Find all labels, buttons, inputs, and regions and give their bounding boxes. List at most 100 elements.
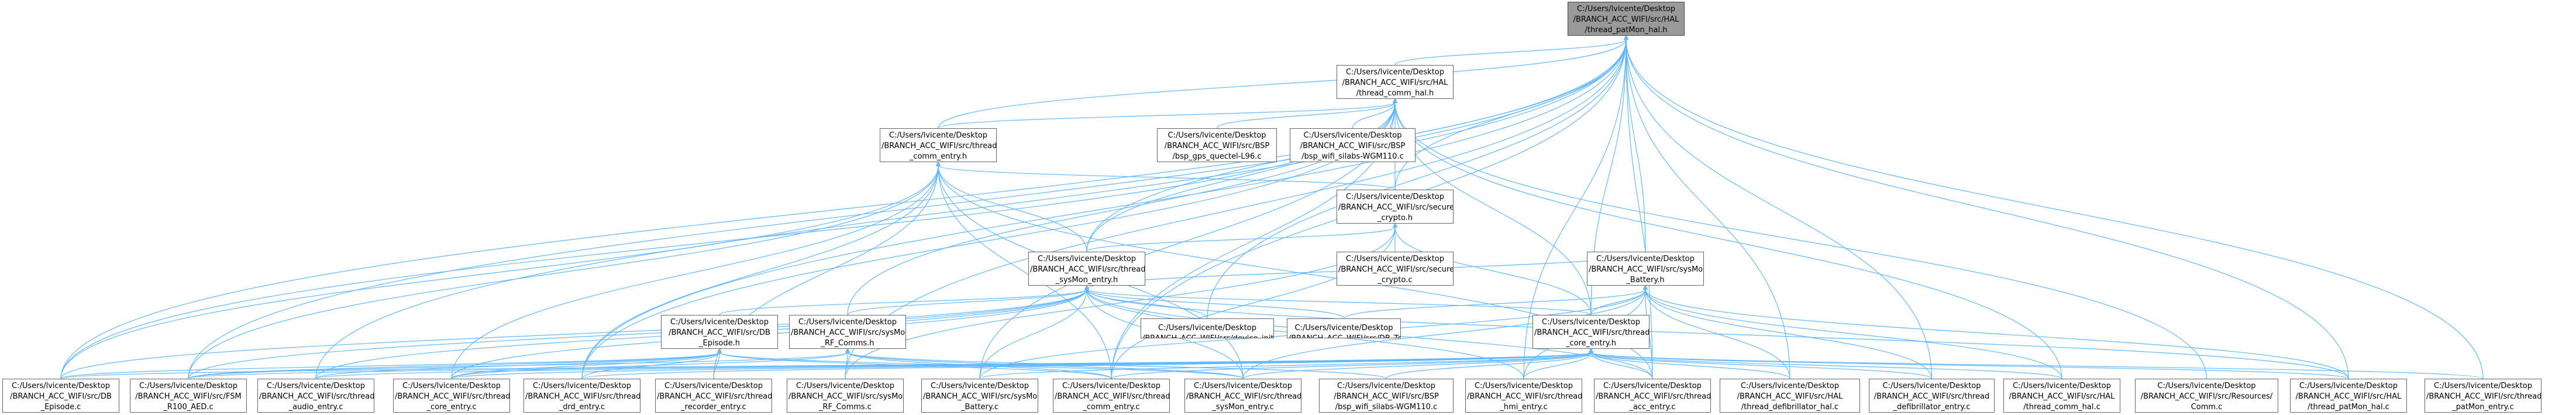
node-secure-crypto-c[interactable]: C:/Users/lvicente/Desktop/BRANCH_ACC_WIF…	[1337, 252, 1454, 286]
node-hal-patmon[interactable]: C:/Users/lvicente/Desktop/BRANCH_ACC_WIF…	[1568, 2, 1685, 36]
node-hmi-entry[interactable]: C:/Users/lvicente/Desktop/BRANCH_ACC_WIF…	[1465, 379, 1582, 413]
node-label-line: /thread_defibrillator_hal.c	[1741, 403, 1839, 411]
edge-secure-crypto-h-to-sysmon-entry-h	[1086, 222, 1398, 252]
edge-core-entry-h-to-sysmon-entry-c	[1242, 348, 1594, 379]
node-audio-entry[interactable]: C:/Users/lvicente/Desktop/BRANCH_ACC_WIF…	[257, 379, 374, 413]
edge-comm-entry-h-to-sysmon-entry-h	[935, 161, 1087, 252]
edge-hal-patmon-to-audio-entry	[315, 35, 1629, 379]
node-label-line: /BRANCH_ACC_WIFI/src/thread	[657, 392, 772, 401]
edge-db-episode-h-to-core-entry-c	[451, 348, 722, 379]
node-bsp-gps[interactable]: C:/Users/lvicente/Desktop/BRANCH_ACC_WIF…	[1157, 128, 1277, 162]
node-drd-entry[interactable]: C:/Users/lvicente/Desktop/BRANCH_ACC_WIF…	[524, 379, 640, 413]
node-label-line: /BRANCH_ACC_WIFI/src/thread	[1534, 328, 1649, 337]
node-bsp-wifi[interactable]: C:/Users/lvicente/Desktop/BRANCH_ACC_WIF…	[1290, 128, 1416, 162]
node-label-line: _drd_entry.c	[559, 403, 605, 411]
node-label-line: C:/Users/lvicente/Desktop	[139, 382, 237, 390]
node-label-line: _Episode.h	[699, 339, 740, 348]
node-label-line: C:/Users/lvicente/Desktop	[1882, 382, 1981, 390]
edge-hal-patmon-to-db-episode-c	[60, 35, 1629, 379]
edge-comm-entry-h-to-comm-entry-c	[935, 161, 1112, 379]
node-core-entry-c[interactable]: C:/Users/lvicente/Desktop/BRANCH_ACC_WIF…	[393, 379, 510, 413]
node-label-line: _crypto.c	[1377, 276, 1413, 284]
edge-hal-patmon-to-defib-hal	[1623, 35, 1790, 379]
node-label-line: C:/Users/lvicente/Desktop	[1576, 5, 1675, 13]
node-label-line: C:/Users/lvicente/Desktop	[2157, 382, 2256, 390]
node-comm-hal-h[interactable]: C:/Users/lvicente/Desktop/BRANCH_ACC_WIF…	[1337, 65, 1454, 99]
node-sysmon-battery-h[interactable]: C:/Users/lvicente/Desktop/BRANCH_ACC_WIF…	[1587, 252, 1704, 286]
node-label-line: /thread_patMon_hal.c	[2308, 403, 2389, 411]
node-db-episode-h[interactable]: C:/Users/lvicente/Desktop/BRANCH_ACC_WIF…	[661, 315, 778, 349]
node-label-line: /BRANCH_ACC_WIFI/src/sysMon	[791, 328, 906, 337]
node-label-line: /BRANCH_ACC_WIFI/src/thread	[395, 392, 510, 401]
node-label-line: C:/Users/lvicente/Desktop	[1303, 131, 1402, 140]
node-label-line: _sysMon_entry.c	[1212, 403, 1274, 411]
edge-core-entry-h-to-patmon-entry	[1588, 348, 2484, 379]
node-label-line: _RF_Comms.h	[821, 339, 874, 348]
node-patmon-entry[interactable]: C:/Users/lvicente/Desktop/BRANCH_ACC_WIF…	[2425, 379, 2541, 413]
edge-sysmon-rf-h-to-core-entry-c	[451, 348, 850, 379]
node-label-line: _audio_entry.c	[288, 403, 343, 411]
edge-db-episode-h-to-db-episode-c	[60, 348, 722, 379]
node-sysmon-battery-c[interactable]: C:/Users/lvicente/Desktop/BRANCH_ACC_WIF…	[921, 379, 1038, 413]
node-label-line: _Battery.c	[960, 403, 999, 411]
node-core-entry-h[interactable]: C:/Users/lvicente/Desktop/BRANCH_ACC_WIF…	[1532, 315, 1649, 349]
node-label-line: /BRANCH_ACC_WIFI/src/thread	[259, 392, 374, 401]
node-label-line: /BRANCH_ACC_WIFI/src/secure	[1338, 203, 1454, 212]
node-sysmon-entry-h[interactable]: C:/Users/lvicente/Desktop/BRANCH_ACC_WIF…	[1028, 252, 1145, 286]
node-label-line: C:/Users/lvicente/Desktop	[1294, 324, 1393, 332]
node-label-line: _recorder_entry.c	[681, 403, 746, 411]
node-device-init[interactable]: C:/Users/lvicente/Desktop/BRANCH_ACC_WIF…	[1141, 318, 1274, 338]
node-label-line: _sysMon_entry.h	[1055, 276, 1118, 284]
node-label-line: /BRANCH_ACC_WIFI/src/HAL	[1737, 392, 1843, 401]
node-label-line: /BRANCH_ACC_WIFI/src/DB	[10, 392, 112, 401]
node-resources-comm[interactable]: C:/Users/lvicente/Desktop/BRANCH_ACC_WIF…	[2135, 379, 2278, 413]
edge-hal-patmon-to-hmi-entry	[1523, 35, 1629, 379]
edge-hal-patmon-to-comm-entry-h	[938, 35, 1629, 129]
node-label-line: C:/Users/lvicente/Desktop	[795, 382, 894, 390]
node-bsp-wifi-file[interactable]: C:/Users/lvicente/Desktop/BRANCH_ACC_WIF…	[1319, 379, 1454, 413]
node-label-line: C:/Users/lvicente/Desktop	[1193, 382, 1292, 390]
node-label-line: /BRANCH_ACC_WIFI/src/DB_Test.c	[1289, 334, 1400, 338]
edge-hal-patmon-to-drd-entry	[581, 35, 1629, 379]
node-fsm-aed[interactable]: C:/Users/lvicente/Desktop/BRANCH_ACC_WIF…	[130, 379, 247, 413]
node-sysmon-rf-c[interactable]: C:/Users/lvicente/Desktop/BRANCH_ACC_WIF…	[787, 379, 904, 413]
node-secure-crypto-h[interactable]: C:/Users/lvicente/Desktop/BRANCH_ACC_WIF…	[1337, 190, 1454, 224]
node-label-line: _comm_entry.c	[1083, 403, 1140, 411]
node-label-line: _crypto.h	[1377, 214, 1413, 222]
node-label-line: _core_entry.h	[1565, 339, 1617, 348]
node-comm-hal-c[interactable]: C:/Users/lvicente/Desktop/BRANCH_ACC_WIF…	[2003, 379, 2120, 413]
node-defib-hal[interactable]: C:/Users/lvicente/Desktop/BRANCH_ACC_WIF…	[1720, 379, 1860, 413]
edge-sysmon-entry-h-to-sysmon-rf-h	[847, 284, 1090, 315]
node-label-line: _defibrillator_entry.c	[1893, 403, 1971, 411]
node-acc-entry[interactable]: C:/Users/lvicente/Desktop/BRANCH_ACC_WIF…	[1594, 379, 1711, 413]
node-label-line: C:/Users/lvicente/Desktop	[11, 382, 110, 390]
node-comm-entry-h[interactable]: C:/Users/lvicente/Desktop/BRANCH_ACC_WIF…	[880, 128, 997, 162]
node-label-line: /bsp_wifi_silabs-WGM110.c	[1301, 152, 1404, 161]
node-sysmon-entry-c[interactable]: C:/Users/lvicente/Desktop/BRANCH_ACC_WIF…	[1184, 379, 1301, 413]
node-db-test[interactable]: C:/Users/lvicente/Desktop/BRANCH_ACC_WIF…	[1287, 318, 1401, 338]
node-recorder-entry[interactable]: C:/Users/lvicente/Desktop/BRANCH_ACC_WIF…	[655, 379, 772, 413]
edge-hal-patmon-to-device-init	[1207, 35, 1629, 319]
node-label-line: /BRANCH_ACC_WIFI/src/thread	[2426, 392, 2541, 401]
node-patmon-hal-c[interactable]: C:/Users/lvicente/Desktop/BRANCH_ACC_WIF…	[2290, 379, 2407, 413]
edge-comm-hal-h-to-resources-comm	[1392, 98, 2207, 379]
node-label-line: C:/Users/lvicente/Desktop	[2433, 382, 2532, 390]
node-label-line: Comm.c	[2191, 403, 2223, 411]
node-label-line: C:/Users/lvicente/Desktop	[1345, 255, 1444, 263]
node-defib-entry[interactable]: C:/Users/lvicente/Desktop/BRANCH_ACC_WIF…	[1869, 379, 1995, 413]
node-db-episode-c[interactable]: C:/Users/lvicente/Desktop/BRANCH_ACC_WIF…	[2, 379, 119, 413]
edge-hal-patmon-to-defib-entry	[1623, 35, 1933, 379]
edge-secure-crypto-h-to-sysmon-rf-c	[845, 222, 1398, 379]
node-sysmon-rf-h[interactable]: C:/Users/lvicente/Desktop/BRANCH_ACC_WIF…	[789, 315, 906, 349]
node-label-line: /BRANCH_ACC_WIFI/src/thread	[1467, 392, 1582, 401]
edge-core-entry-h-to-patmon-hal-c	[1588, 348, 2349, 379]
edge-hal-patmon-to-patmon-entry	[1623, 35, 2484, 379]
node-comm-entry-c[interactable]: C:/Users/lvicente/Desktop/BRANCH_ACC_WIF…	[1053, 379, 1170, 413]
node-label-line: C:/Users/lvicente/Desktop	[532, 382, 631, 390]
edge-hal-patmon-to-comm-hal-h	[1394, 35, 1629, 66]
node-label-line: C:/Users/lvicente/Desktop	[1345, 68, 1444, 77]
node-label-line: /BRANCH_ACC_WIFI/src/sysMon	[1589, 265, 1704, 274]
edge-core-entry-h-to-acc-entry	[1588, 348, 1653, 379]
